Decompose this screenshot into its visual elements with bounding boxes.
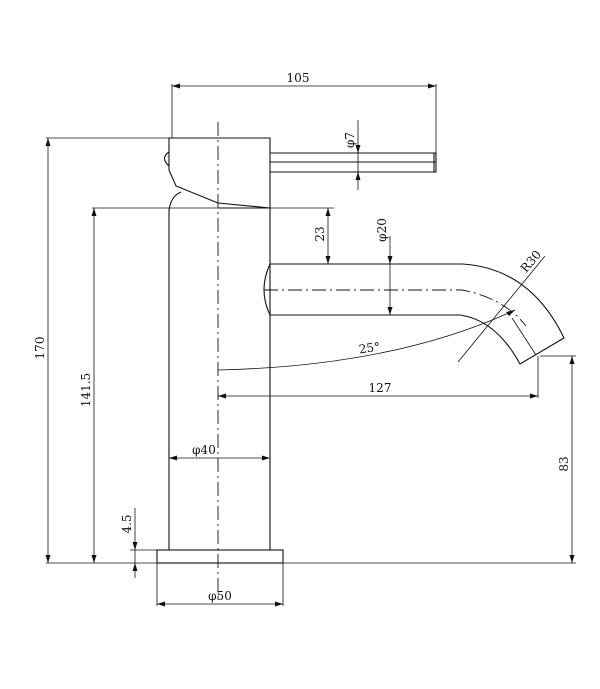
dim-overall-height: 170 xyxy=(33,137,169,564)
handle-knob xyxy=(163,151,170,167)
dim-body-diameter: φ40 xyxy=(169,443,270,461)
dim-spout-diameter: φ20 xyxy=(375,218,393,315)
label-handle-reach: 105 xyxy=(287,71,310,85)
dim-lever-clearance: 23 xyxy=(270,207,334,264)
dim-spout-projection: 127 xyxy=(218,356,539,399)
label-spout-outlet-height: 83 xyxy=(557,456,571,471)
label-handle-diameter: φ7 xyxy=(343,132,357,148)
label-spout-angle: 25° xyxy=(358,340,381,357)
dim-handle-diameter: φ7 xyxy=(343,120,361,190)
handle-block xyxy=(168,137,271,209)
label-spout-projection: 127 xyxy=(369,381,392,395)
label-overall-height: 170 xyxy=(33,337,47,360)
label-spout-diameter: φ20 xyxy=(375,218,389,242)
label-base-thickness: 4.5 xyxy=(120,514,134,533)
dim-base-diameter: φ50 xyxy=(156,563,284,607)
spout xyxy=(263,263,565,365)
dim-spout-angle: 25° xyxy=(217,309,516,371)
dim-body-height: 141.5 xyxy=(79,207,218,563)
label-body-height: 141.5 xyxy=(79,373,93,407)
label-lever-clearance: 23 xyxy=(313,226,327,241)
faucet-outline xyxy=(156,137,565,564)
label-base-diameter: φ50 xyxy=(208,589,232,603)
label-body-diameter: φ40 xyxy=(192,443,216,457)
base-plate xyxy=(156,549,284,564)
center-lines xyxy=(217,122,527,598)
handle-lever xyxy=(270,152,437,173)
dim-spout-outlet-height: 83 xyxy=(283,355,576,564)
dim-handle-reach: 105 xyxy=(171,71,437,153)
faucet-body xyxy=(168,191,271,550)
dim-base-thickness: 4.5 xyxy=(120,508,157,578)
